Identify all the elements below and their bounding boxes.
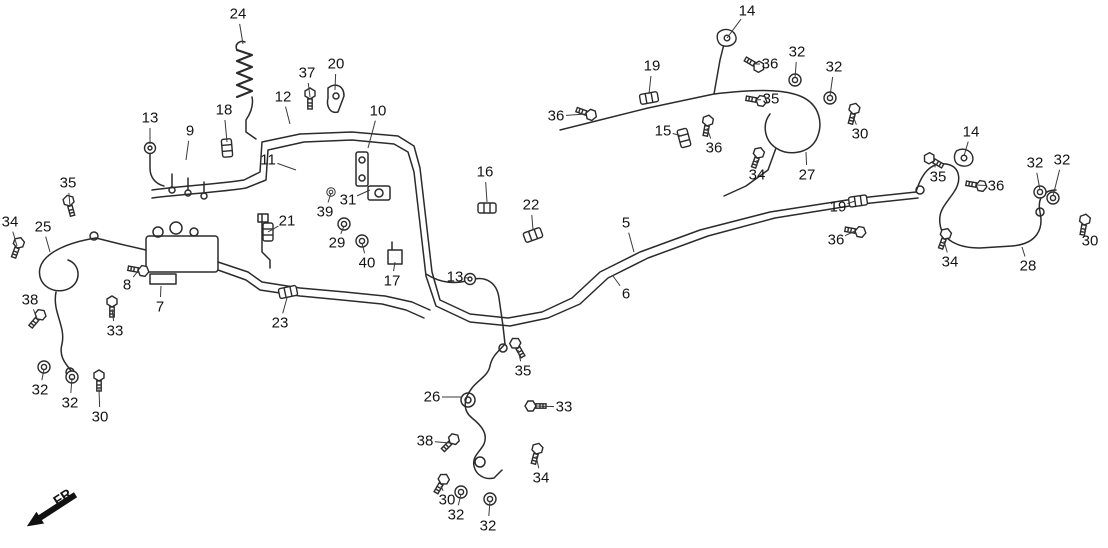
callout-label-12: 12: [274, 88, 292, 106]
callout-label-39: 39: [316, 203, 334, 221]
callout-label-9: 9: [185, 122, 195, 140]
callout-label-36: 36: [705, 139, 723, 157]
callout-label-34: 34: [941, 253, 959, 271]
callout-label-34: 34: [748, 166, 766, 184]
callout-label-34: 34: [532, 469, 550, 487]
callout-label-38: 38: [416, 432, 434, 450]
callout-label-30: 30: [91, 408, 109, 426]
callout-label-14: 14: [738, 2, 756, 20]
callout-label-30: 30: [1081, 232, 1099, 250]
callout-label-25: 25: [34, 218, 52, 236]
callout-label-21: 21: [278, 212, 296, 230]
callout-label-38: 38: [21, 291, 39, 309]
callout-label-28: 28: [1019, 257, 1037, 275]
callout-label-40: 40: [358, 254, 376, 272]
callout-label-35: 35: [762, 90, 780, 108]
callout-label-32: 32: [31, 381, 49, 399]
callout-label-34: 34: [1, 213, 19, 231]
callout-label-13: 13: [141, 109, 159, 127]
callout-label-35: 35: [929, 168, 947, 186]
callout-label-17: 17: [383, 272, 401, 290]
callout-label-32: 32: [788, 43, 806, 61]
callout-label-14: 14: [962, 123, 980, 141]
callout-label-27: 27: [798, 166, 816, 184]
brake-lines: [38, 40, 1057, 480]
callout-label-18: 18: [215, 101, 233, 119]
callout-label-30: 30: [851, 125, 869, 143]
callout-label-33: 33: [106, 322, 124, 340]
callout-label-15: 15: [654, 122, 672, 140]
callout-label-16: 16: [476, 163, 494, 181]
callout-label-32: 32: [1026, 154, 1044, 172]
callout-label-32: 32: [479, 517, 497, 535]
callout-label-31: 31: [339, 191, 357, 209]
callout-label-5: 5: [621, 214, 631, 232]
callout-label-36: 36: [761, 55, 779, 73]
callout-label-32: 32: [447, 506, 465, 524]
callout-label-19: 19: [829, 198, 847, 216]
callout-label-19: 19: [643, 57, 661, 75]
callout-label-24: 24: [229, 5, 247, 23]
callout-label-26: 26: [423, 388, 441, 406]
callout-label-32: 32: [825, 58, 843, 76]
callout-label-35: 35: [514, 362, 532, 380]
callout-label-6: 6: [621, 285, 631, 303]
callout-label-8: 8: [122, 276, 132, 294]
callout-label-7: 7: [155, 298, 165, 316]
callout-label-36: 36: [987, 177, 1005, 195]
callout-label-35: 35: [59, 174, 77, 192]
fr-arrow-icon: [26, 492, 78, 527]
callout-label-29: 29: [328, 234, 346, 252]
callout-label-33: 33: [555, 398, 573, 416]
callout-label-36: 36: [827, 231, 845, 249]
callout-label-22: 22: [522, 196, 540, 214]
callout-label-10: 10: [369, 102, 387, 120]
callout-label-20: 20: [327, 55, 345, 73]
callout-label-37: 37: [298, 64, 316, 82]
callout-label-32: 32: [61, 394, 79, 412]
callout-label-23: 23: [271, 314, 289, 332]
callout-label-30: 30: [438, 491, 456, 509]
callout-label-32: 32: [1053, 151, 1071, 169]
callout-label-13: 13: [446, 268, 464, 286]
callout-label-11: 11: [260, 151, 276, 169]
callout-label-36: 36: [547, 107, 565, 125]
